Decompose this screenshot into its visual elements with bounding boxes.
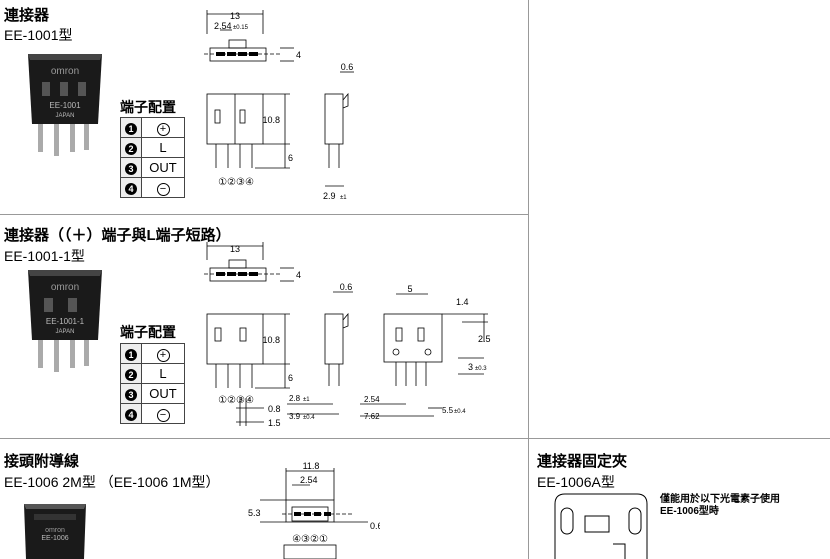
connector-brand: omron (51, 282, 79, 293)
dim-label: 5.3 (248, 508, 261, 518)
table-row: 4− (120, 403, 185, 424)
dim-label: ±0.4 (454, 409, 466, 415)
clip-note-line: 僅能用於以下光電素子使用 (660, 494, 780, 505)
section-title: 連接器 (4, 7, 50, 24)
pin-numbers: ①②③④ (218, 395, 254, 406)
connector-text: EE-1001-1 (46, 317, 85, 326)
dimension-drawing-front: 10.8 6 ①②③④ 0.8 1.5 (206, 313, 293, 428)
clip-note-line: EE-1006型時 (660, 506, 719, 517)
dim-label: 11.8 (303, 461, 320, 471)
dim-label: 0.6 (341, 62, 354, 72)
connector-brand: omron (51, 66, 79, 77)
table-row: 4− (120, 177, 185, 198)
connector-origin: JAPAN (56, 329, 75, 335)
dimension-drawing-top: 13 4 (204, 242, 301, 282)
dim-label: ±1 (340, 195, 347, 200)
dim-label: 4 (296, 270, 301, 280)
connector-photo: omron EE-1001 JAPAN (28, 54, 102, 156)
connector-brand: omron (45, 527, 65, 534)
dim-label: 6 (288, 373, 293, 383)
dimension-drawing-top: 13 2.54 ±0.15 4 (204, 10, 301, 62)
dim-label: 2.54 (214, 21, 232, 31)
table-row: 1+ (120, 343, 185, 364)
dim-label: 5.5 (442, 406, 454, 415)
dimension-drawing-mounting: 5 1.4 2.5 3 ±0.3 2.54 7.62 5.5 ±0.4 (360, 284, 491, 421)
dim-label: 10.8 (262, 115, 280, 125)
dimension-drawing-lead: 11.8 2.54 5.3 0.6 ④③②① (248, 461, 380, 559)
dimension-drawing-side: 0.6 2.8 ±1 3.9 ±0.4 (287, 282, 353, 420)
dim-label: ±0.3 (475, 366, 487, 372)
dim-label: 10.8 (262, 335, 280, 345)
clip-note: 僅能用於以下光電素子使用 EE-1006型時 (660, 494, 780, 518)
dim-label: ±0.4 (303, 415, 315, 420)
dim-label: 1.4 (456, 297, 469, 307)
connector-photo: omron EE-1006 (24, 504, 86, 559)
dim-label: 6 (288, 153, 293, 163)
section-title: 連接器（（＋）端子與L端子短路） (4, 227, 231, 244)
dim-label: ±0.15 (233, 25, 249, 31)
section-title: 接頭附導線 (4, 453, 80, 470)
pin-numbers: ①②③④ (218, 177, 254, 188)
clip-drawing (554, 493, 648, 559)
column-divider (528, 0, 529, 559)
dim-label: 0.6 (370, 521, 380, 531)
dim-label: 3 (468, 362, 473, 372)
dim-label: 7.62 (364, 412, 380, 421)
connector-photo: omron EE-1001-1 JAPAN (28, 270, 102, 372)
connector-text: EE-1001 (49, 101, 81, 110)
dim-label: 5 (407, 284, 412, 294)
model-name: EE-1001-1型 (4, 248, 85, 264)
pin-caption: 端子配置 (120, 324, 176, 340)
dim-label: 13 (230, 244, 240, 254)
section-title: 連接器固定夾 (537, 453, 628, 470)
dim-label: 1.5 (268, 418, 281, 428)
dim-label: 0.8 (268, 404, 281, 414)
connector-origin: JAPAN (56, 113, 75, 119)
dim-label: 2.54 (300, 475, 318, 485)
dim-label: 0.6 (340, 282, 353, 292)
dim-label: 4 (296, 50, 301, 60)
pin-caption: 端子配置 (120, 99, 176, 115)
dim-label: 2.9 (323, 191, 336, 200)
row-divider-2 (0, 438, 830, 439)
model-name: EE-1006A型 (537, 474, 615, 490)
row-divider-1 (0, 214, 528, 215)
dimension-drawing-side: 0.6 2.9 ±1 (323, 62, 354, 200)
table-row: 1+ (120, 117, 185, 138)
dim-label: 2.8 (289, 394, 301, 403)
model-name: EE-1006 2M型 （EE-1006 1M型） (4, 474, 220, 490)
dim-label: ±1 (303, 397, 310, 403)
connector-text: EE-1006 (41, 535, 68, 542)
model-name: EE-1001型 (4, 27, 73, 43)
dim-label: 2.54 (364, 395, 380, 404)
dim-label: 3.9 (289, 412, 301, 420)
dimension-drawing-front: 10.8 6 ①②③④ (206, 93, 293, 188)
dim-label: 2.5 (478, 334, 491, 344)
pin-numbers: ④③②① (292, 534, 328, 545)
dim-label: 13 (230, 11, 240, 21)
